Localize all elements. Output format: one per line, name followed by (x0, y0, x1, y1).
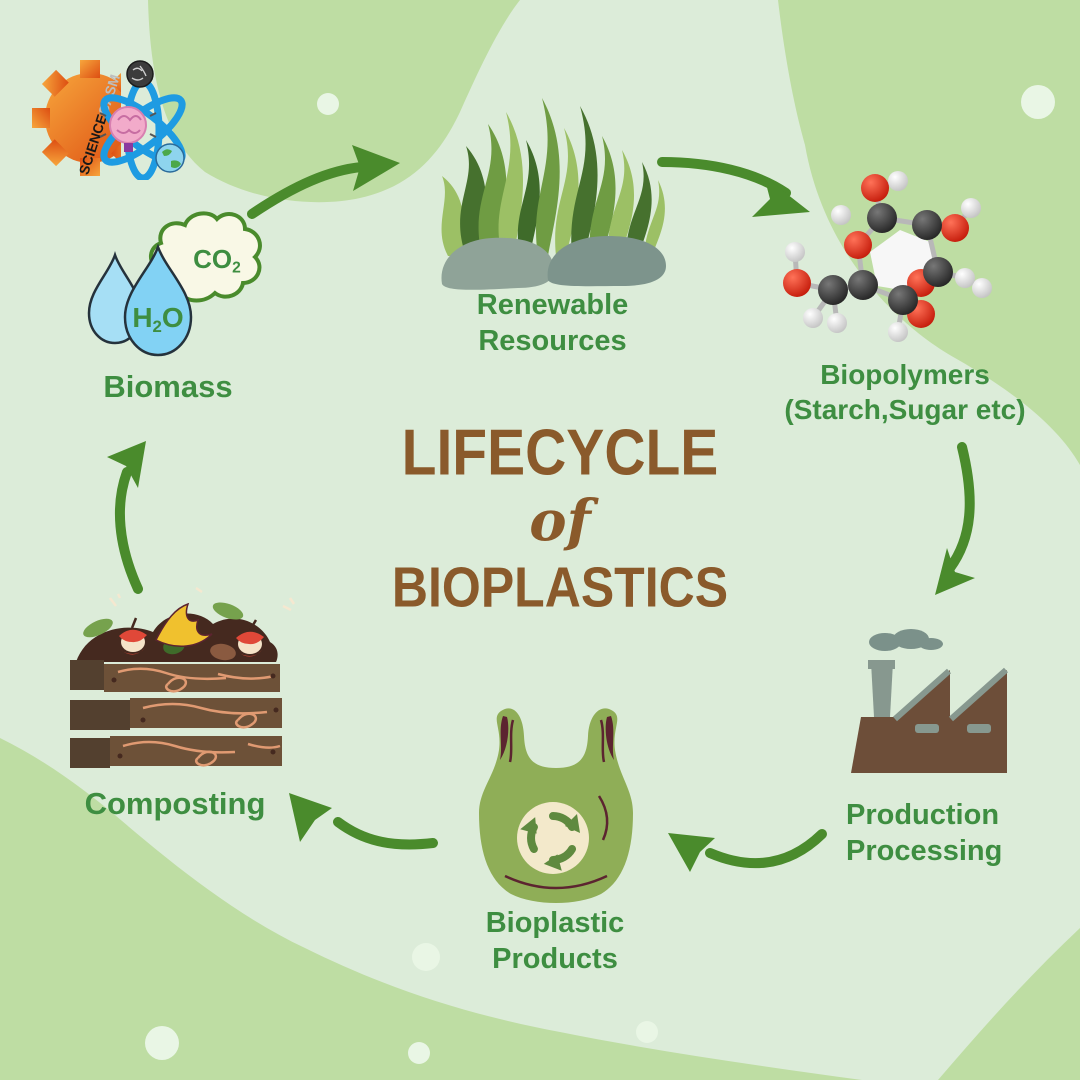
arrow-bioplastic-to-composting (289, 793, 438, 850)
brain-icon (99, 106, 157, 152)
label-biopolymers: Biopolymers (Starch,Sugar etc) (784, 359, 1026, 425)
sciencegasm-logo: SCIENCEGASM (32, 60, 186, 180)
globe-icon (155, 143, 185, 173)
arrow-biomass-to-renewable (247, 145, 400, 219)
decor-dots (145, 85, 1055, 1064)
h2o-label: H2O (132, 302, 184, 337)
bioplastic-bag-icon (479, 708, 633, 903)
label-production-processing: Production Processing (846, 799, 1003, 867)
neuron-icon (126, 60, 154, 88)
biomass-icon (87, 211, 262, 357)
water-drop-front (123, 243, 193, 357)
label-renewable-resources: Renewable Resources (476, 289, 629, 357)
title-line-bioplastics: BIOPLASTICS (391, 555, 729, 619)
molecule-icon (783, 171, 992, 342)
poster-title: LIFECYCLE of BIOPLASTICS (330, 417, 790, 619)
arrow-composting-to-biomass (107, 441, 146, 594)
label-biomass: Biomass (103, 369, 233, 404)
title-line-of: of (529, 488, 591, 554)
wood-grain (117, 667, 281, 767)
arrow-production-to-bioplastic (668, 829, 827, 872)
title-line-lifecycle: LIFECYCLE (401, 416, 719, 490)
label-composting: Composting (84, 786, 266, 821)
recycle-icon (520, 812, 580, 871)
apple-core-left (119, 617, 147, 655)
co2-cloud (149, 211, 262, 303)
co2-label: CO2 (193, 244, 241, 277)
grass-icon (441, 98, 666, 290)
apple-core-right (236, 619, 264, 657)
label-bioplastic-products: Bioplastic Products (485, 907, 625, 975)
compost-bin-icon (70, 586, 296, 768)
arrow-renewable-to-biopolymers (657, 157, 810, 217)
factory-icon (851, 629, 1008, 773)
arrow-biopolymers-to-production (935, 442, 975, 595)
